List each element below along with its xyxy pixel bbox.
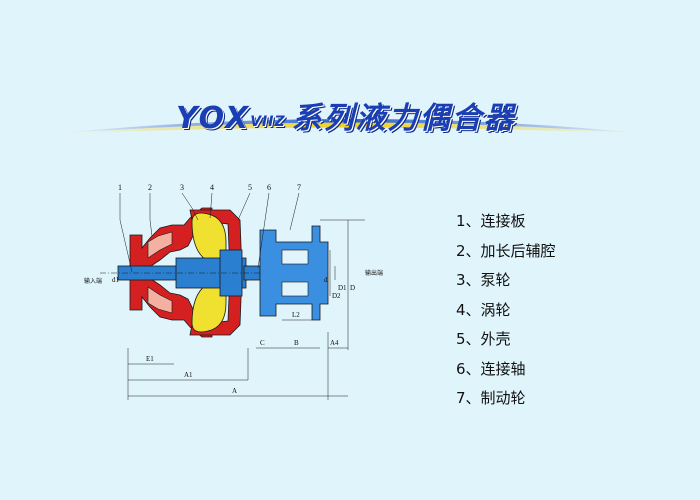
dim-d: D [350, 284, 355, 292]
output-label: 输出端 [365, 269, 383, 277]
legend-label: 连接板 [480, 212, 526, 230]
legend-label: 外壳 [480, 330, 511, 348]
housing-lower [129, 268, 213, 338]
housing-upper [129, 207, 213, 277]
legend-label: 泵轮 [480, 271, 511, 289]
callout-1: 1 [118, 183, 122, 192]
leader-lines [119, 192, 300, 273]
rotor-lower [191, 284, 227, 333]
callout-6: 6 [267, 183, 271, 192]
legend-label: 涡轮 [480, 300, 511, 319]
brake-wheel [259, 225, 329, 321]
dim-l2: L2 [292, 311, 300, 319]
legend-item: 2、加长后辅腔 [456, 241, 556, 260]
callout-5: 5 [248, 183, 252, 192]
coupling-diagram: 1 2 3 4 5 6 7 输入端 输出端 E1 A1 A [84, 183, 383, 400]
legend-item: 1、连接板 [456, 212, 526, 230]
dim-e1: E1 [146, 355, 154, 363]
callout-4: 4 [210, 183, 214, 192]
callout-7: 7 [297, 183, 301, 192]
title-cn: 系列液力偶合器 [291, 101, 516, 136]
legend-label: 制动轮 [480, 389, 526, 407]
callout-3: 3 [180, 183, 184, 192]
dim-a4: A4 [330, 339, 339, 347]
banner-swoosh [60, 119, 640, 134]
dim-a1: A1 [184, 371, 193, 379]
legend-label: 加长后辅腔 [480, 241, 556, 260]
dim-d-small: d [324, 276, 328, 284]
dimension-lines [127, 219, 365, 400]
input-label: 输入端 [84, 277, 102, 285]
title-banner: YOXVIIZ 系列液力偶合器 [0, 85, 700, 155]
title-sub: VIIZ [250, 114, 286, 130]
legend-item: 4、涡轮 [456, 300, 511, 319]
dim-d1: d1 [112, 276, 120, 284]
title-main: YOX [176, 101, 251, 136]
legend-item: 7、制动轮 [456, 389, 526, 407]
legend-item: 6、连接轴 [456, 359, 526, 378]
dim-d1-right: D1 [338, 284, 347, 292]
legend-item: 5、外壳 [456, 330, 511, 348]
dim-a: A [232, 387, 237, 395]
legend-label: 连接轴 [480, 359, 526, 378]
rotor-upper [191, 212, 227, 261]
page-title: YOXVIIZ 系列液力偶合器 [176, 93, 516, 137]
shaft [100, 249, 310, 297]
dim-b: B [294, 339, 299, 347]
callout-2: 2 [148, 183, 152, 192]
dim-c: C [260, 339, 265, 347]
dim-d2: D2 [332, 292, 341, 300]
legend-item: 3、泵轮 [456, 271, 511, 289]
parts-legend: 1、连接板 2、加长后辅腔 3、泵轮 4、涡轮 5、外壳 6、连接轴 7、制动轮 [456, 207, 556, 414]
